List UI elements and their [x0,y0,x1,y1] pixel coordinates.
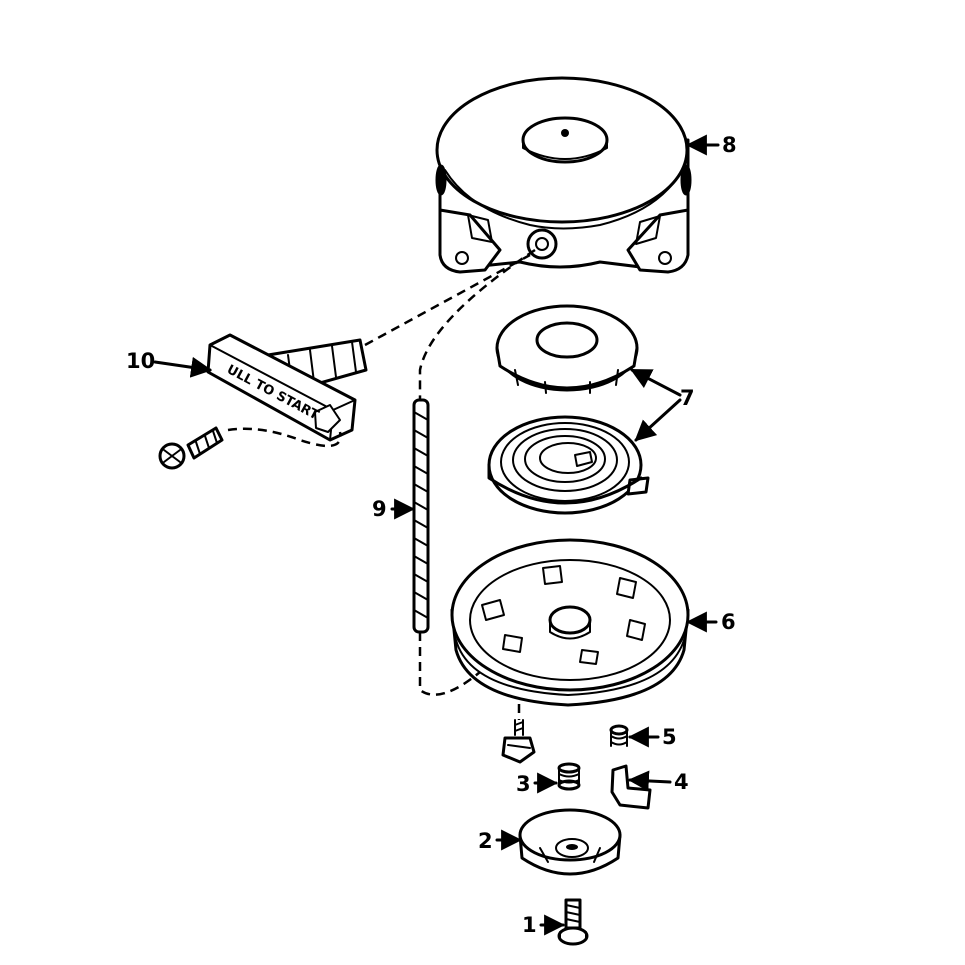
label-6: 6 [721,610,736,634]
label-1: 1 [522,913,537,937]
dashed-line-handle-to-housing [364,253,531,347]
part-3-spring [557,762,581,791]
label-7: 7 [680,386,695,410]
part-1-screw [557,898,589,946]
part-7-spring-cup [495,304,639,394]
part-7-recoil-spring [487,415,650,515]
label-3: 3 [516,772,531,796]
part-6-pulley [450,538,690,707]
part-5-spring [609,724,629,747]
pulley-screw [501,719,536,764]
leader-7a [630,368,682,397]
label-2: 2 [478,829,493,853]
label-5: 5 [662,725,677,749]
part-2-retainer [518,808,622,876]
dashed-line-rope-to-housing [418,248,536,400]
label-8: 8 [722,133,737,157]
handle-knot-fastener [158,426,224,470]
dashed-line-handle-knot [227,427,342,448]
leader-4 [627,770,672,792]
label-9: 9 [372,497,387,521]
part-8-housing [435,76,692,274]
label-4: 4 [674,770,689,794]
dashed-line-rope-to-pulley [418,632,481,696]
leader-7b [634,398,682,442]
label-10: 10 [126,349,155,373]
part-4-pawl [610,764,652,810]
part-10-handle: ULL TO START [206,333,368,442]
part-9-rope [412,398,430,634]
leader-10 [153,356,213,378]
